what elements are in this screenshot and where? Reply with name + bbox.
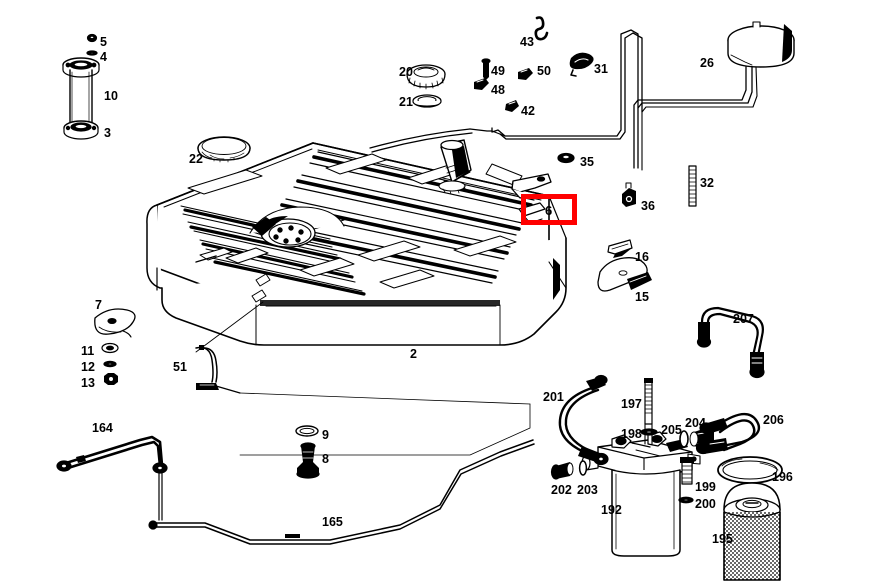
callout-13: 13: [81, 376, 95, 390]
part-15-strap: [597, 257, 652, 292]
part-202-banjo: [550, 462, 574, 480]
callout-11: 11: [81, 344, 95, 358]
part-200-washer: [678, 496, 694, 504]
callout-201: 201: [543, 390, 564, 404]
callout-5: 5: [100, 35, 107, 49]
callout-20: 20: [399, 65, 413, 79]
part-165-fuel-line: [148, 392, 535, 545]
callout-197: 197: [621, 397, 642, 411]
callout-26: 26: [700, 56, 714, 70]
vent-lines: [369, 29, 758, 171]
part-26-expansion-tank: [727, 21, 795, 68]
callout-42: 42: [521, 104, 535, 118]
callout-164: 164: [92, 421, 113, 435]
part-22-cap: [197, 136, 251, 163]
callout-22: 22: [189, 152, 203, 166]
part-196-seal-ring: [717, 456, 783, 484]
callout-9: 9: [322, 428, 329, 442]
part-4-washer: [86, 50, 98, 56]
callout-2: 2: [410, 347, 417, 361]
part-32-threaded-rod: [688, 165, 697, 207]
callout-192: 192: [601, 503, 622, 517]
callout-3: 3: [104, 126, 111, 140]
callout-21: 21: [399, 95, 413, 109]
part-10-filler-pipe: [62, 57, 100, 140]
part-2-fuel-tank: [146, 142, 567, 346]
part-43-bracket: [534, 16, 549, 41]
part-50-clamp: [518, 68, 533, 80]
part-206-hose: [695, 412, 761, 455]
callout-199: 199: [695, 480, 716, 494]
callout-50: 50: [537, 64, 551, 78]
part-199-screw: [680, 457, 694, 485]
tank-sender-opening: [249, 206, 345, 248]
part-201-hose: [558, 374, 609, 466]
part-195-filter-element: [723, 482, 781, 581]
callout-51: 51: [173, 360, 187, 374]
part-42-clip: [505, 100, 519, 112]
callout-31: 31: [594, 62, 608, 76]
callout-200: 200: [695, 497, 716, 511]
callout-10: 10: [104, 89, 118, 103]
callout-16: 16: [635, 250, 649, 264]
part-11-washer: [101, 342, 119, 354]
callout-165: 165: [322, 515, 343, 529]
part-21-gasket: [412, 94, 442, 108]
callout-49: 49: [491, 64, 505, 78]
callout-204: 204: [685, 416, 706, 430]
callout-7: 7: [95, 298, 102, 312]
part-16-wedge: [607, 239, 633, 258]
callout-202: 202: [551, 483, 572, 497]
part-197-bolt: [644, 378, 653, 445]
callout-198: 198: [621, 427, 642, 441]
tank-filler-neck: [438, 139, 472, 195]
callout-206: 206: [763, 413, 784, 427]
part-49-screw: [481, 58, 491, 80]
part-205-oring: [679, 430, 689, 448]
callout-35: 35: [580, 155, 594, 169]
part-207-pipe: [696, 306, 765, 379]
callout-36: 36: [641, 199, 655, 213]
callout-12: 12: [81, 360, 95, 374]
part-6-highlight-label: 6: [545, 202, 553, 218]
callout-207: 207: [733, 312, 754, 326]
callout-48: 48: [491, 83, 505, 97]
callout-205: 205: [661, 423, 682, 437]
part-7-cover-plate: [94, 308, 136, 338]
part-198-washer: [640, 428, 658, 436]
part-36-fitting: [622, 182, 636, 207]
callout-43: 43: [520, 35, 534, 49]
callout-15: 15: [635, 290, 649, 304]
part-12-lockwasher: [103, 360, 117, 368]
callout-195: 195: [712, 532, 733, 546]
callout-196: 196: [772, 470, 793, 484]
part-35-grommet: [557, 152, 575, 164]
part-51-hose: [195, 345, 241, 394]
part-192-filter-housing: [581, 431, 701, 557]
part-203-seal-ring: [578, 460, 588, 476]
callout-4: 4: [100, 50, 107, 64]
part-9-oring: [295, 425, 319, 437]
part-164-hose: [56, 435, 168, 521]
callout-8: 8: [322, 452, 329, 466]
part-13-nut: [104, 373, 118, 385]
part-5-nut: [86, 33, 98, 43]
part-31-saddle-clamp: [569, 52, 594, 77]
part-48-clamp: [474, 78, 489, 90]
callout-32: 32: [700, 176, 714, 190]
part-20-fuel-cap: [406, 64, 446, 90]
part-8-strainer: [296, 442, 320, 479]
callout-203: 203: [577, 483, 598, 497]
